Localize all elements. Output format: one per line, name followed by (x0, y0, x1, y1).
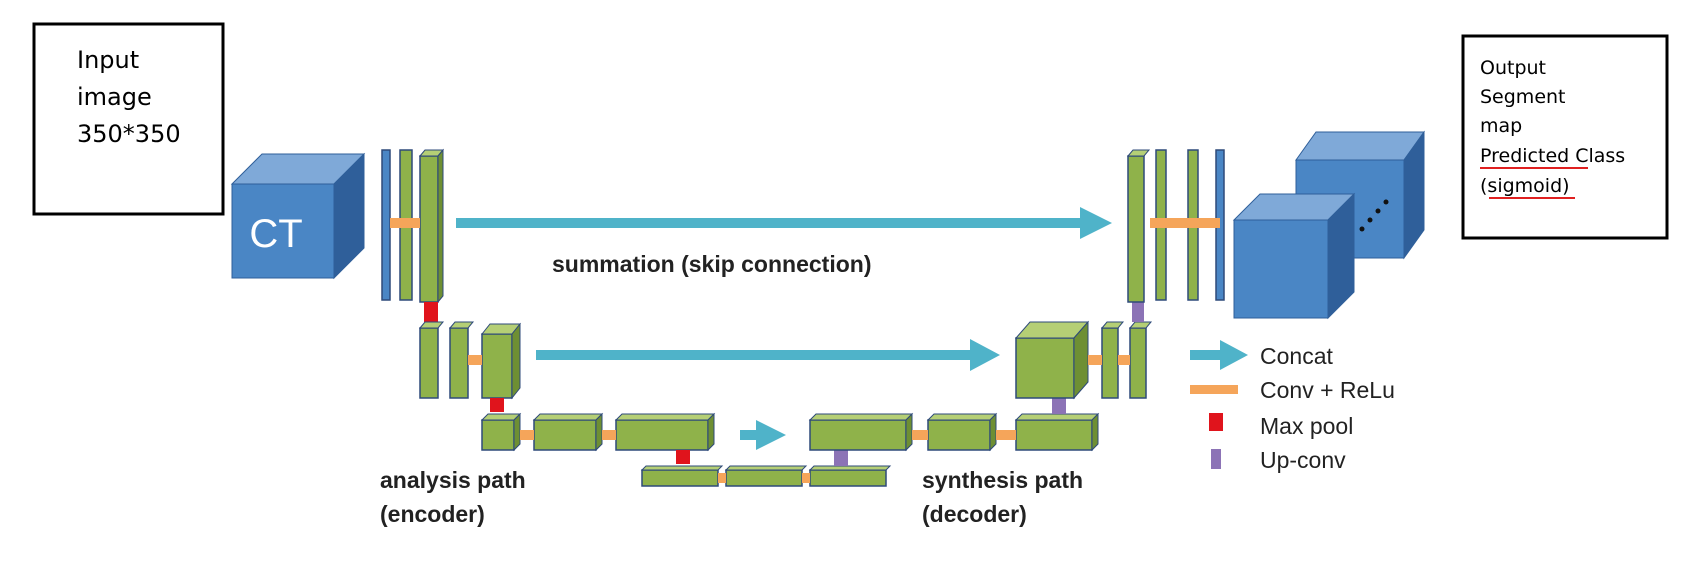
decoder-label-line2: (decoder) (922, 501, 1027, 527)
conv-connector (520, 430, 534, 440)
decoder-label-line1: synthesis path (922, 467, 1083, 493)
output-label-line5: (sigmoid) (1480, 175, 1570, 197)
decoder-level2 (1014, 320, 1153, 400)
encoder-label-line1: analysis path (380, 467, 526, 493)
output-label-line3: map (1480, 115, 1522, 137)
legend-maxpool-label: Max pool (1260, 413, 1353, 439)
output-label-line2: Segment (1480, 86, 1566, 108)
input-label-line3: 350*350 (77, 120, 181, 148)
conv-connector (602, 430, 616, 440)
encoder-level2 (418, 321, 522, 400)
encoder-level1 (381, 148, 445, 304)
legend-conv: Conv + ReLu (1190, 377, 1395, 403)
maxpool-connector (676, 450, 690, 464)
encoder-level3 (480, 412, 716, 452)
conv-connector (802, 473, 810, 483)
ct-label: CT (249, 212, 302, 256)
bottleneck (640, 465, 892, 487)
conv-connector (468, 355, 482, 365)
decoder-level3 (808, 412, 1100, 452)
legend-upconv: Up-conv (1211, 447, 1346, 473)
output-cubes (1232, 130, 1425, 320)
legend: Concat Conv + ReLu Max pool Up-conv (1190, 340, 1395, 473)
conv-connector (1150, 218, 1220, 228)
sigmoid-word: sigmoid (1487, 175, 1562, 197)
legend-concat: Concat (1190, 340, 1333, 370)
class-word: Class (1575, 145, 1625, 167)
legend-upconv-label: Up-conv (1260, 447, 1346, 473)
maxpool-connector (424, 302, 438, 322)
upconv-connector (1052, 398, 1066, 414)
skip-connection-label: summation (skip connection) (552, 251, 871, 277)
input-label-line1: Input (77, 46, 139, 74)
input-box (32, 22, 225, 216)
output-box (1461, 34, 1669, 240)
output-label-line1: Output (1480, 57, 1546, 79)
skip-arrow-middle (536, 339, 1000, 371)
conv-connector (912, 430, 928, 440)
conv-connector (996, 430, 1016, 440)
encoder-label-line2: (encoder) (380, 501, 485, 527)
maxpool-connector (490, 398, 504, 412)
conv-connector (390, 218, 420, 228)
conv-connector (1118, 355, 1130, 365)
conv-connector (718, 473, 726, 483)
skip-arrow-top (456, 207, 1112, 239)
output-label-line4: Predicted Class (1480, 145, 1625, 167)
legend-conv-label: Conv + ReLu (1260, 377, 1395, 403)
legend-maxpool: Max pool (1209, 413, 1353, 439)
input-label-line2: image (77, 83, 152, 111)
predicted-word: Predicted (1480, 145, 1569, 167)
skip-arrow-bottom (740, 420, 786, 450)
upconv-connector (834, 450, 848, 466)
legend-concat-label: Concat (1260, 343, 1333, 369)
ct-cube: CT (230, 152, 366, 280)
conv-connector (1088, 355, 1102, 365)
upconv-connector (1132, 302, 1144, 322)
